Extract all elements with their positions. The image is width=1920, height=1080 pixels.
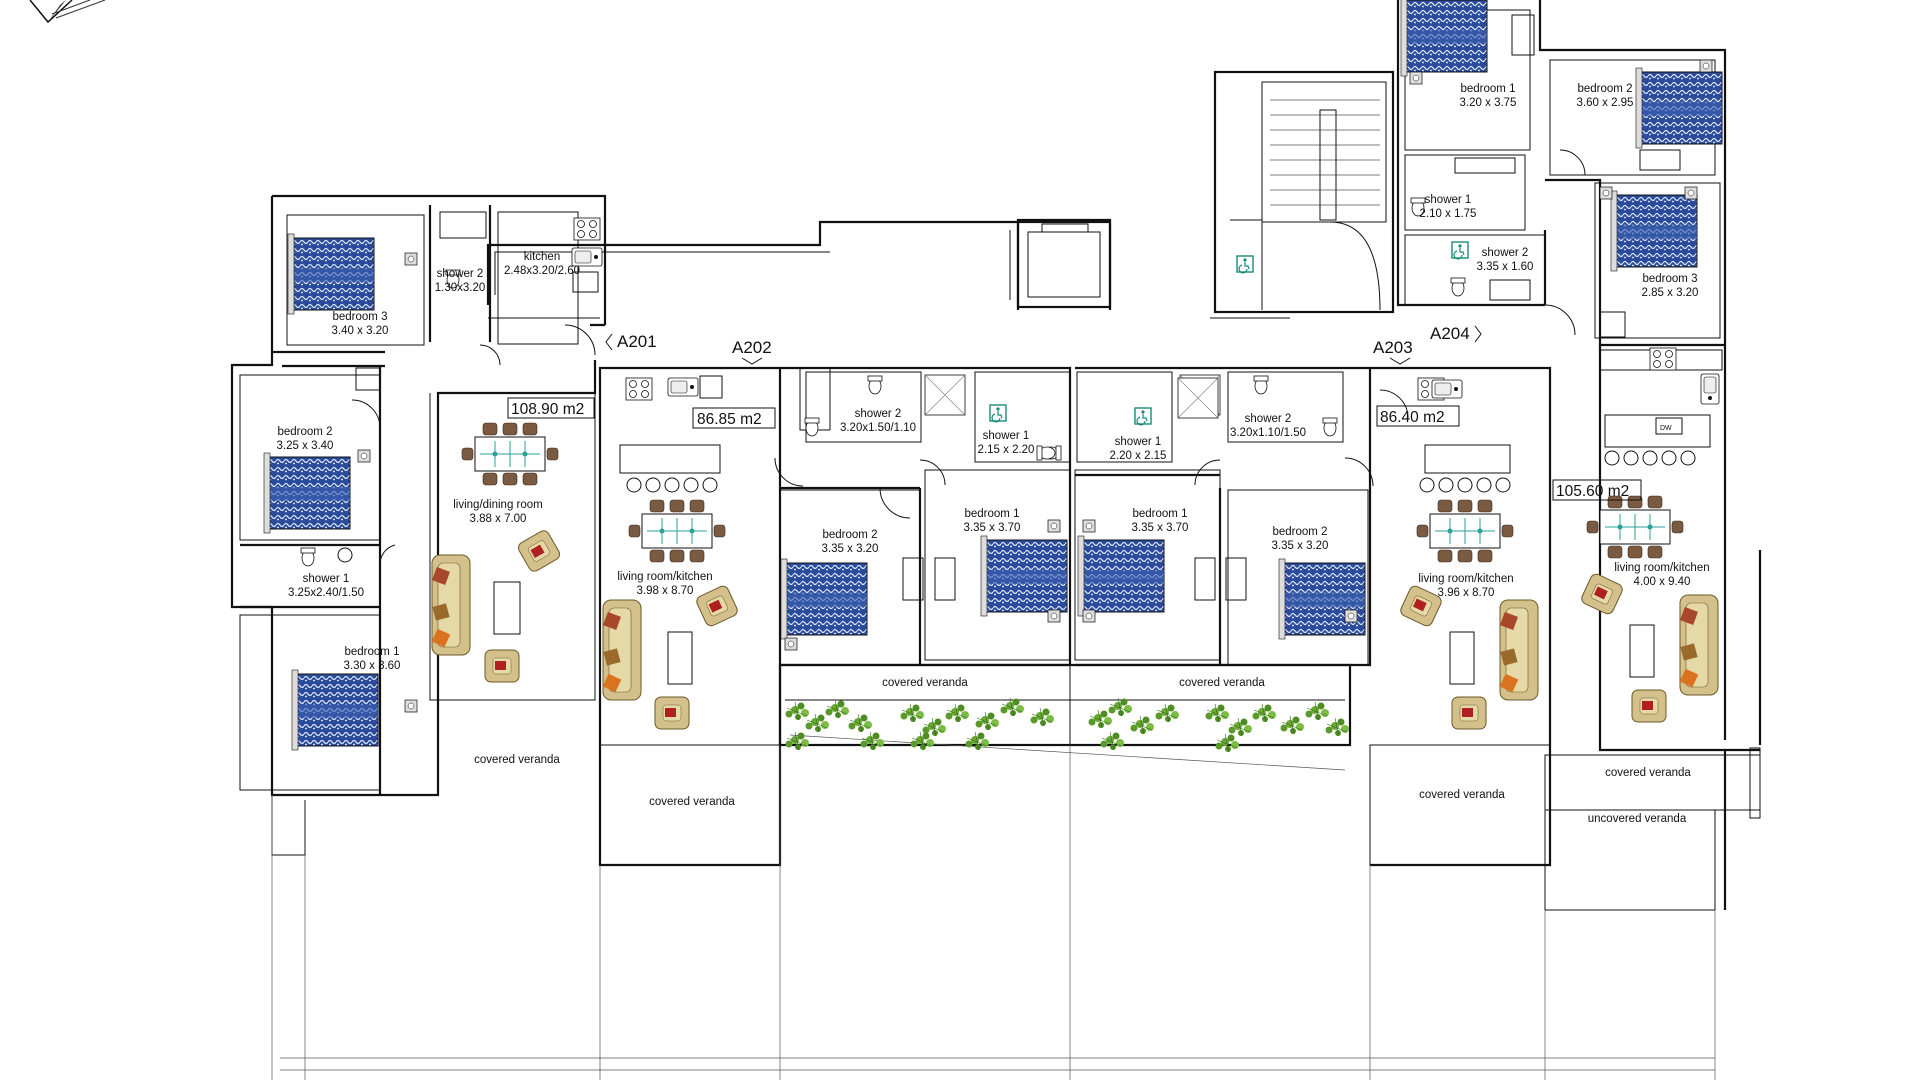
room-name: covered veranda (1179, 677, 1265, 689)
room-size: 3.98 x 8.70 (637, 585, 694, 597)
room-size: 2.48x3.20/2.60 (504, 265, 580, 277)
room-name: shower 1 (983, 430, 1030, 442)
room-name: bedroom 3 (333, 311, 388, 323)
room-size: 3.96 x 8.70 (1438, 587, 1495, 599)
unit-a204: DW (1396, 0, 1762, 911)
room-name: living room/kitchen (1614, 562, 1709, 574)
room-size: 2.10 x 1.75 (1420, 208, 1477, 220)
room-name: shower 2 (437, 268, 484, 280)
room-labels: bedroom 3 3.40 x 3.20 shower 2 1.30x3.20… (277, 83, 1710, 825)
room-size: 3.35 x 3.20 (1272, 540, 1329, 552)
room-name: uncovered veranda (1588, 813, 1687, 825)
unit-label-a201: A201 (617, 332, 657, 351)
unit-label-a204: A204 (1430, 324, 1470, 343)
unit-label-a203: A203 (1373, 338, 1413, 357)
central-veranda (778, 663, 1352, 771)
room-name: bedroom 1 (965, 508, 1020, 520)
room-name: living room/kitchen (617, 571, 712, 583)
corridor (486, 218, 1290, 319)
stairwell (1213, 70, 1395, 314)
room-size: 3.35 x 1.60 (1477, 261, 1534, 273)
room-name: covered veranda (649, 796, 735, 808)
chevron-right-icon (1474, 325, 1482, 343)
room-name: shower 2 (855, 408, 902, 420)
unit-label-a202: A202 (732, 338, 772, 357)
room-name: bedroom 2 (1578, 83, 1633, 95)
area-a201: 108.90 m2 (511, 401, 584, 418)
room-name: covered veranda (474, 754, 560, 766)
room-name: living room/kitchen (1418, 573, 1513, 585)
room-size: 1.30x3.20 (435, 282, 486, 294)
room-size: 2.15 x 2.20 (978, 444, 1035, 456)
room-name: shower 1 (1115, 436, 1162, 448)
compass-icon (29, 0, 106, 24)
room-size: 3.20x1.50/1.10 (840, 422, 916, 434)
room-name: kitchen (524, 251, 560, 263)
room-size: 2.20 x 2.15 (1110, 450, 1167, 462)
room-size: 3.88 x 7.00 (470, 513, 527, 525)
chevron-down-icon (1389, 357, 1411, 365)
ground-grid (271, 745, 1716, 1080)
room-name: shower 2 (1245, 413, 1292, 425)
room-name: covered veranda (1419, 789, 1505, 801)
room-size: 3.20x1.10/1.50 (1230, 427, 1306, 439)
room-name: bedroom 3 (1643, 273, 1698, 285)
chevron-down-icon (741, 357, 763, 365)
room-name: bedroom 1 (1133, 508, 1188, 520)
area-a202: 86.85 m2 (697, 411, 762, 428)
room-name: shower 2 (1482, 247, 1529, 259)
room-size: 3.35 x 3.20 (822, 543, 879, 555)
room-size: 3.30 x 3.60 (344, 660, 401, 672)
room-size: 3.20 x 3.75 (1460, 97, 1517, 109)
room-name: living/dining room (453, 499, 543, 511)
room-size: 3.35 x 3.70 (1132, 522, 1189, 534)
room-name: covered veranda (882, 677, 968, 689)
area-a203: 86.40 m2 (1380, 409, 1445, 426)
room-name: bedroom 1 (345, 646, 400, 658)
room-name: bedroom 2 (823, 529, 878, 541)
room-size: 3.60 x 2.95 (1577, 97, 1634, 109)
room-size: 3.25 x 3.40 (277, 440, 334, 452)
room-size: 3.25x2.40/1.50 (288, 587, 364, 599)
room-name: bedroom 2 (1273, 526, 1328, 538)
room-size: 3.40 x 3.20 (332, 325, 389, 337)
area-a204: 105.60 m2 (1556, 483, 1629, 500)
room-size: 2.85 x 3.20 (1642, 287, 1699, 299)
room-name: covered veranda (1605, 767, 1691, 779)
room-name: shower 1 (303, 573, 350, 585)
chevron-left-icon (605, 333, 613, 351)
unit-a202 (598, 366, 1072, 867)
unit-labels: A201 A202 A203 A204 108.90 m2 86.85 m2 8… (507, 324, 1642, 501)
lift (1016, 220, 1112, 309)
room-size: 3.35 x 3.70 (964, 522, 1021, 534)
room-name: bedroom 1 (1461, 83, 1516, 95)
room-name: shower 1 (1425, 194, 1472, 206)
unit-a201 (230, 194, 607, 856)
room-name: bedroom 2 (278, 426, 333, 438)
room-size: 4.00 x 9.40 (1634, 576, 1691, 588)
dishwasher-label: DW (1660, 425, 1672, 432)
